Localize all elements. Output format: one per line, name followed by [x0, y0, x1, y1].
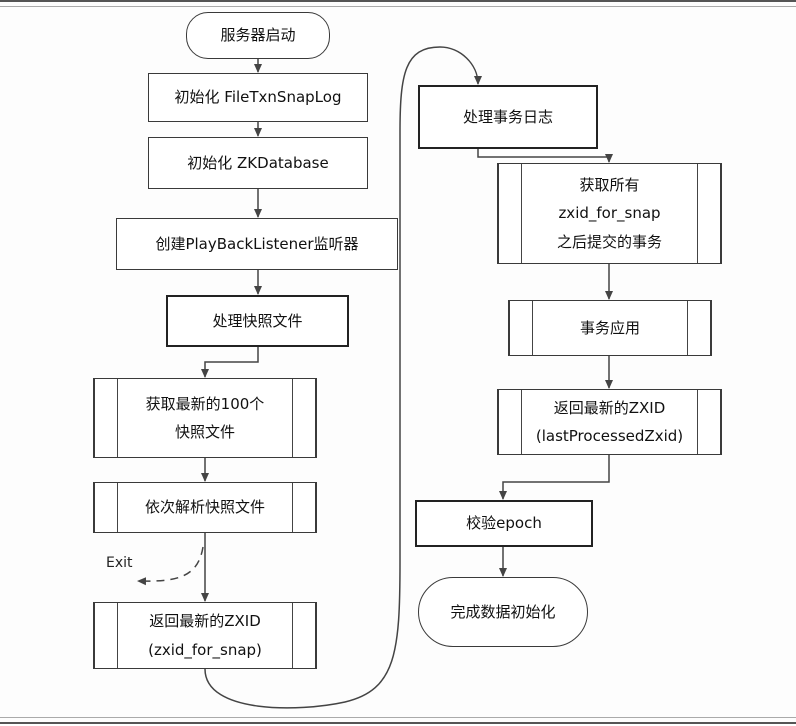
exit-label: Exit	[106, 555, 133, 571]
edge-snapshot-fetch	[201, 347, 259, 378]
edge-return-epoch	[499, 455, 610, 500]
edge-exit	[137, 546, 204, 586]
node-init-zkdatabase: 初始化 ZKDatabase	[148, 137, 368, 189]
node-return-zxid-for-snap: 返回最新的ZXID (zxid_for_snap)	[93, 602, 317, 669]
node-fetch-transactions-after-snap: 获取所有 zxid_for_snap 之后提交的事务	[497, 163, 722, 264]
node-init-filetxnsnaplog: 初始化 FileTxnSnapLog	[148, 73, 368, 122]
node-return-last-processed-zxid: 返回最新的ZXID (lastProcessedZxid)	[497, 389, 722, 455]
node-apply-transactions: 事务应用	[508, 300, 712, 356]
node-parse-snapshots: 依次解析快照文件	[93, 482, 317, 533]
node-process-snapshot: 处理快照文件	[166, 295, 349, 347]
node-create-playback-listener: 创建PlayBackListener监听器	[116, 218, 398, 270]
node-process-transaction-log: 处理事务日志	[418, 85, 598, 149]
node-fetch-latest-snapshots: 获取最新的100个 快照文件	[93, 378, 317, 458]
node-server-start: 服务器启动	[186, 12, 330, 59]
node-verify-epoch: 校验epoch	[415, 500, 593, 547]
edge-txlog-fetch-tx	[477, 149, 613, 163]
node-finish-data-init: 完成数据初始化	[418, 577, 588, 647]
edge-left-to-right-column	[204, 46, 482, 709]
